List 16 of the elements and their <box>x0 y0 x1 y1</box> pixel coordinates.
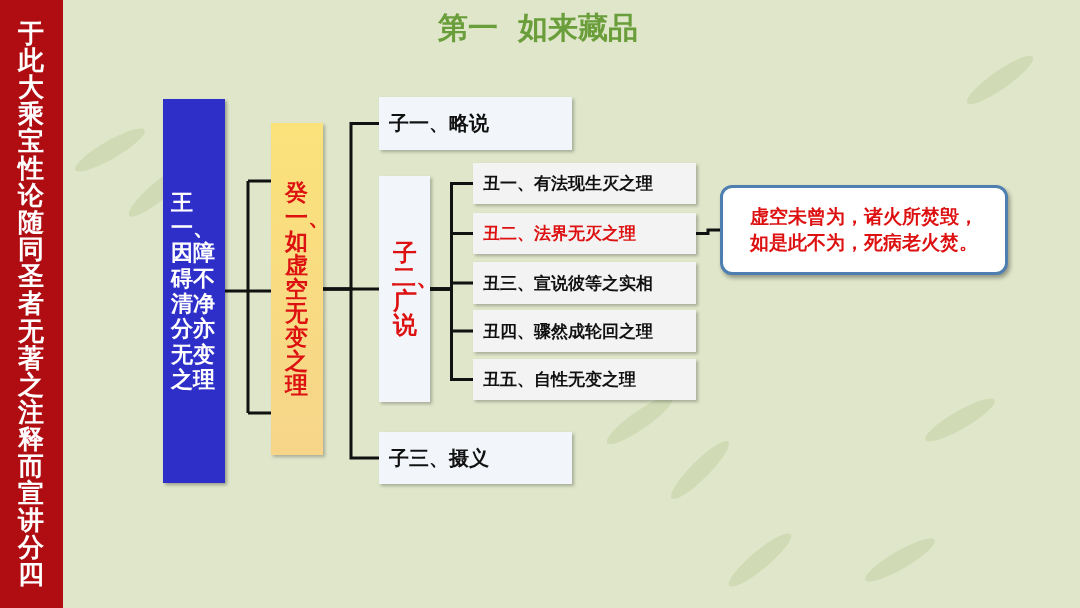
item-box: 丑三、宣说彼等之实相 <box>473 262 696 304</box>
heading-box: 王一、因障碍不清净分亦无变之理 <box>163 99 225 483</box>
connector-line <box>323 287 379 460</box>
connector-line <box>430 287 473 381</box>
heading-box: 子一、略说 <box>379 97 572 150</box>
side-band: 于此大乘宝性论随同圣者无著之注释而宣讲分四 <box>0 0 63 608</box>
item-box: 丑二、法界无灭之理 <box>473 213 696 254</box>
title: 第一 如来藏品 <box>436 9 640 47</box>
item-box: 丑五、自性无变之理 <box>473 359 696 400</box>
connector-line <box>696 228 720 235</box>
item-box: 丑一、有法现生灭之理 <box>473 163 696 204</box>
heading-box: 子二、广说 <box>379 176 430 402</box>
heading-box: 癸一、如虚空无变之理 <box>271 123 323 455</box>
heading-box: 子三、摄义 <box>379 432 572 484</box>
verse-callout: 虚空未曾为，诸火所焚毁，如是此不为，死病老火焚。 <box>720 185 1008 275</box>
item-box: 丑四、骤然成轮回之理 <box>473 310 696 352</box>
